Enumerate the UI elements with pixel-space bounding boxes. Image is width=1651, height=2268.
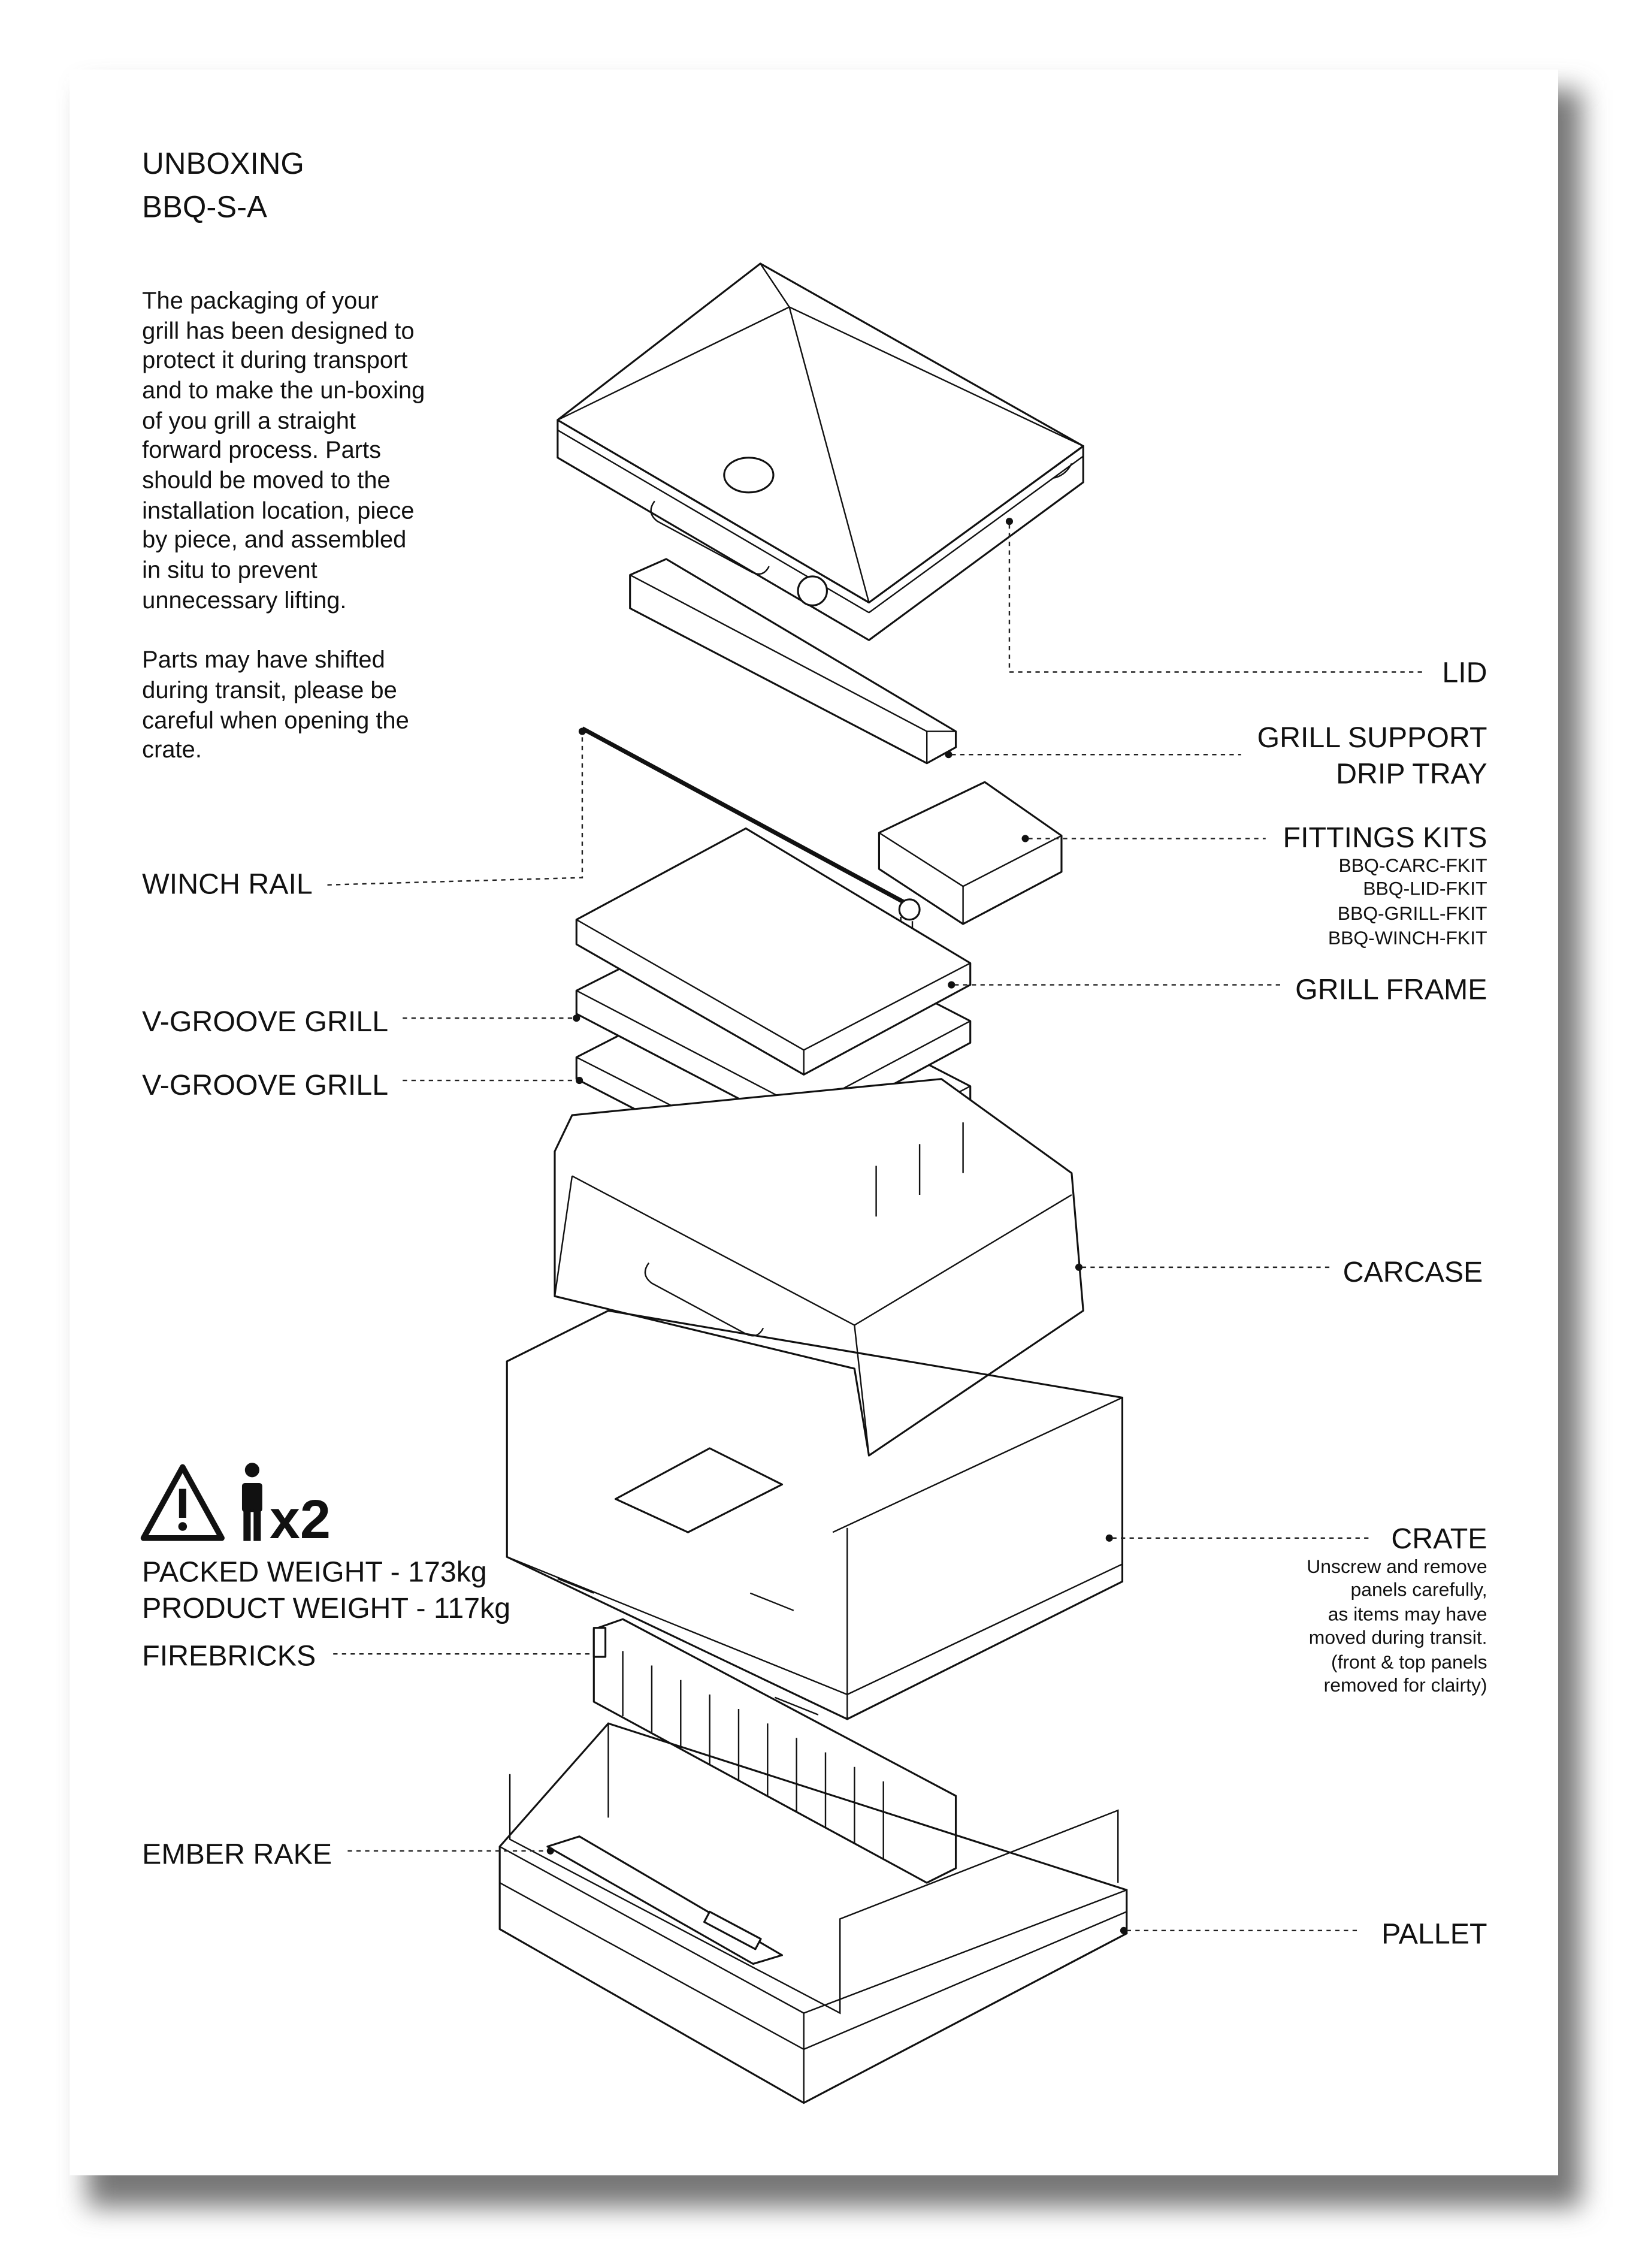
label-ember-rake: EMBER RAKE [142, 1838, 332, 1871]
fittings-code: BBQ-CARC-FKIT [1339, 854, 1487, 876]
title-line-1: UNBOXING [142, 146, 304, 180]
label-grill-frame: GRILL FRAME [1295, 974, 1487, 1006]
crate-note-line: Unscrew and remove [1307, 1556, 1487, 1577]
caution-line: Parts may have shifted [142, 647, 385, 673]
lid-drawing [557, 262, 1084, 641]
lid-leader [1008, 524, 1427, 673]
exploded-diagram [498, 262, 1128, 2104]
people-count: x2 [270, 1489, 331, 1550]
intro-line: installation location, piece [142, 497, 414, 524]
label-vgroove-grill-1: V-GROOVE GRILL [142, 1005, 388, 1038]
intro-line: by piece, and assembled [142, 527, 406, 553]
label-carcase: CARCASE [1343, 1256, 1483, 1288]
crate-note-line: moved during transit. [1309, 1626, 1487, 1648]
intro-line: should be moved to the [142, 467, 391, 494]
intro-line: protect it during transport [142, 347, 407, 373]
intro-line: of you grill a straight [142, 407, 356, 434]
label-fittings-kits: FITTINGS KITS [1283, 822, 1487, 854]
fittings-code: BBQ-GRILL-FKIT [1338, 902, 1487, 924]
label-winch-rail: WINCH RAIL [142, 868, 313, 900]
label-firebricks: FIREBRICKS [142, 1640, 316, 1672]
intro-line: and to make the un-boxing [142, 378, 425, 404]
winch-rail-leader [327, 734, 583, 886]
warning-triangle-icon [140, 1464, 225, 1541]
label-vgroove-grill-2: V-GROOVE GRILL [142, 1069, 388, 1101]
pallet-drawing [498, 1722, 1128, 2104]
label-drip-tray: DRIP TRAY [1336, 758, 1487, 790]
firebricks-drawing [592, 1618, 957, 1884]
crate-note-line: as items may have [1328, 1603, 1487, 1625]
caution-line: during transit, please be [142, 677, 397, 703]
label-crate: CRATE [1391, 1523, 1487, 1555]
fittings-code: BBQ-WINCH-FKIT [1328, 927, 1487, 949]
fittings-code: BBQ-LID-FKIT [1363, 878, 1487, 899]
intro-line: unnecessary lifting. [142, 587, 346, 614]
caution-line: crate. [142, 736, 202, 763]
title-line-2: BBQ-S-A [142, 190, 267, 224]
intro-paragraph: The packaging of your grill has been des… [142, 288, 425, 614]
caution-paragraph: Parts may have shifted during transit, p… [142, 647, 409, 763]
label-grill-support: GRILL SUPPORT [1257, 721, 1487, 754]
drip-tray-drawing [629, 558, 957, 765]
intro-line: grill has been designed to [142, 318, 414, 345]
intro-line: The packaging of your [142, 288, 379, 314]
packed-weight: PACKED WEIGHT - 173kg [142, 1556, 487, 1588]
crate-note-line: removed for clairty) [1324, 1674, 1487, 1696]
carcase-drawing [554, 1078, 1084, 1457]
intro-line: forward process. Parts [142, 437, 381, 463]
fittings-box-drawing [878, 781, 1063, 925]
label-pallet: PALLET [1381, 1918, 1487, 1950]
caution-line: careful when opening the [142, 708, 409, 734]
crate-note-line: (front & top panels [1331, 1651, 1487, 1672]
intro-line: in situ to prevent [142, 557, 318, 583]
crate-drawing [506, 1309, 1124, 1720]
person-icon [241, 1463, 262, 1541]
label-lid: LID [1442, 656, 1487, 688]
product-weight: PRODUCT WEIGHT - 117kg [142, 1592, 510, 1624]
crate-note-line: panels carefully, [1350, 1579, 1487, 1600]
